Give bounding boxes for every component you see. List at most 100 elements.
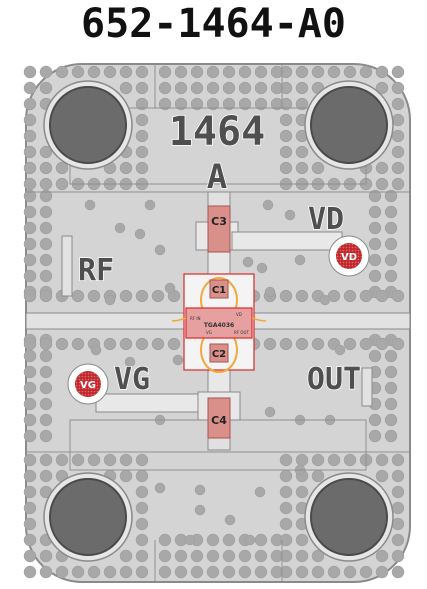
via bbox=[39, 453, 53, 467]
via bbox=[391, 485, 405, 499]
via bbox=[311, 549, 325, 563]
via bbox=[279, 517, 293, 531]
via bbox=[391, 289, 405, 303]
via bbox=[23, 161, 37, 175]
via bbox=[39, 269, 53, 283]
via bbox=[279, 129, 293, 143]
via bbox=[391, 65, 405, 79]
vg-label: VG bbox=[114, 362, 150, 397]
via bbox=[87, 289, 101, 303]
via bbox=[135, 113, 149, 127]
via bbox=[174, 81, 188, 95]
via bbox=[39, 237, 53, 251]
mount-hole-bottom-right bbox=[304, 472, 394, 562]
via bbox=[391, 453, 405, 467]
via bbox=[144, 199, 156, 211]
via bbox=[39, 289, 53, 303]
via bbox=[194, 484, 206, 496]
via bbox=[279, 337, 293, 351]
via bbox=[343, 65, 357, 79]
via bbox=[71, 289, 85, 303]
via bbox=[384, 253, 398, 267]
via bbox=[39, 469, 53, 483]
via bbox=[39, 549, 53, 563]
via bbox=[206, 65, 220, 79]
via bbox=[39, 397, 53, 411]
via bbox=[368, 429, 382, 443]
via bbox=[311, 453, 325, 467]
via bbox=[295, 485, 309, 499]
via bbox=[343, 289, 357, 303]
via bbox=[263, 337, 277, 351]
via bbox=[158, 565, 172, 579]
via bbox=[295, 65, 309, 79]
via bbox=[254, 486, 266, 498]
via bbox=[222, 533, 236, 547]
via bbox=[375, 289, 389, 303]
via bbox=[368, 349, 382, 363]
via bbox=[238, 81, 252, 95]
via bbox=[375, 453, 389, 467]
via bbox=[295, 533, 309, 547]
via bbox=[39, 429, 53, 443]
via bbox=[119, 161, 133, 175]
capacitor-c3-label: C3 bbox=[211, 215, 227, 228]
via bbox=[254, 81, 268, 95]
via-grid-right-low bbox=[368, 333, 398, 443]
via bbox=[55, 177, 69, 191]
via bbox=[174, 97, 188, 111]
via bbox=[295, 161, 309, 175]
via bbox=[279, 81, 293, 95]
via bbox=[23, 533, 37, 547]
mount-hole-top-left bbox=[43, 80, 133, 170]
via bbox=[154, 482, 166, 494]
capacitor-c3: C3 bbox=[207, 191, 231, 253]
via bbox=[23, 365, 37, 379]
via bbox=[279, 565, 293, 579]
via bbox=[23, 205, 37, 219]
via bbox=[279, 161, 293, 175]
via bbox=[279, 549, 293, 563]
via bbox=[206, 565, 220, 579]
out-label: OUT bbox=[307, 362, 361, 397]
via bbox=[295, 549, 309, 563]
via bbox=[194, 504, 206, 516]
via bbox=[154, 244, 166, 256]
via bbox=[87, 65, 101, 79]
via bbox=[23, 501, 37, 515]
via bbox=[23, 397, 37, 411]
via bbox=[384, 413, 398, 427]
via bbox=[119, 549, 133, 563]
via bbox=[71, 65, 85, 79]
via bbox=[295, 453, 309, 467]
via bbox=[119, 453, 133, 467]
via bbox=[39, 145, 53, 159]
via bbox=[172, 354, 184, 366]
via bbox=[254, 549, 268, 563]
via bbox=[23, 269, 37, 283]
via bbox=[158, 533, 172, 547]
via bbox=[375, 469, 389, 483]
mount-hole-top-right bbox=[304, 80, 394, 170]
via bbox=[264, 406, 276, 418]
via bbox=[279, 485, 293, 499]
via bbox=[222, 65, 236, 79]
via bbox=[311, 161, 325, 175]
via bbox=[391, 549, 405, 563]
part-number-label: 1464 bbox=[169, 109, 265, 155]
via bbox=[206, 81, 220, 95]
via bbox=[23, 549, 37, 563]
via bbox=[158, 549, 172, 563]
via bbox=[254, 97, 268, 111]
via bbox=[190, 81, 204, 95]
via bbox=[359, 65, 373, 79]
via bbox=[238, 97, 252, 111]
via bbox=[254, 565, 268, 579]
via bbox=[391, 161, 405, 175]
via bbox=[375, 337, 389, 351]
via bbox=[279, 145, 293, 159]
via bbox=[375, 177, 389, 191]
via bbox=[238, 549, 252, 563]
vg-pad: VG bbox=[67, 363, 109, 405]
